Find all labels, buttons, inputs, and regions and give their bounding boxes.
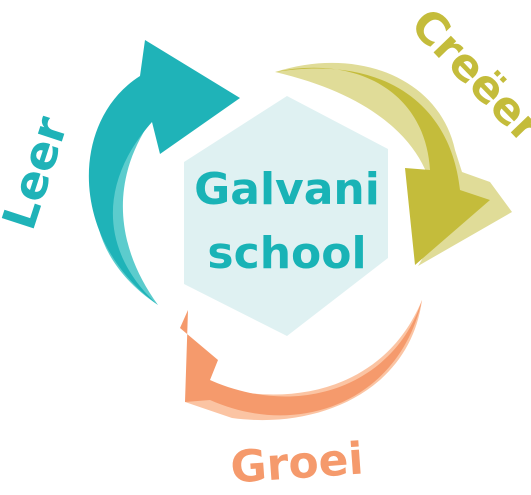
groei-arrow-icon [180,300,422,421]
center-title-line2: school [207,228,366,279]
center-title-line1: Galvani [194,164,380,215]
leer-arrow-icon [88,40,240,305]
creeer-arrow-icon [275,62,512,267]
label-leer: Leer [0,110,78,236]
center-hexagon [184,96,388,336]
label-groei: Groei [229,433,365,493]
